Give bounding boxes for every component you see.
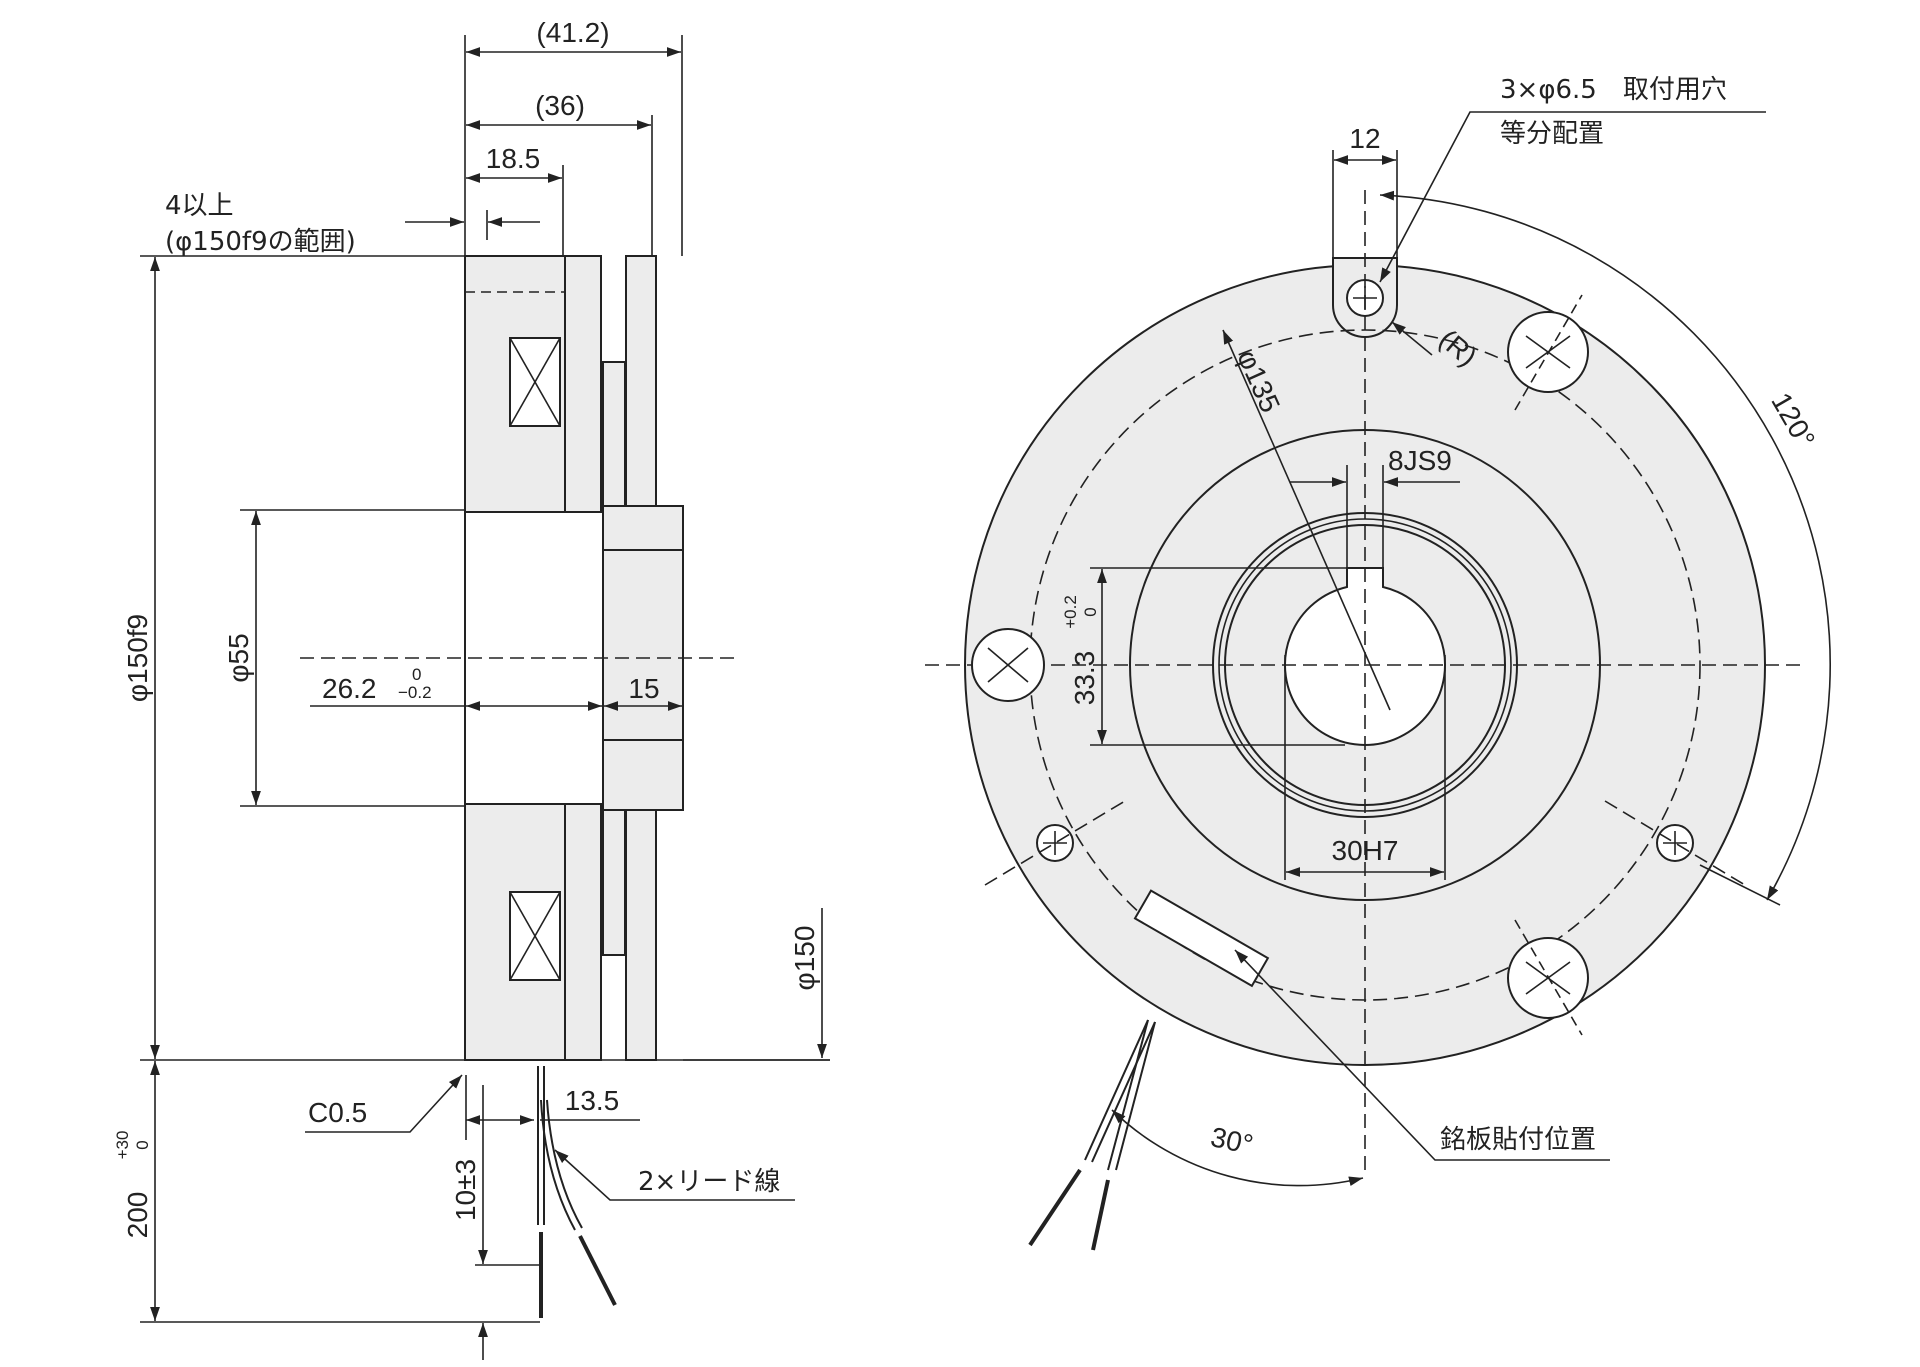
- dim-lead-length-tol-upper: +30: [113, 1131, 132, 1160]
- nameplate-position: [1133, 889, 1270, 988]
- mounting-hole-lower-left: [984, 800, 1126, 886]
- dim-bore-diameter: φ55: [223, 633, 254, 682]
- angle-holes: 120°: [1765, 387, 1821, 453]
- dim-strip-length: 10±3: [450, 1159, 481, 1221]
- side-view: (41.2) (36) 18.5 4以上 (φ150f9の範囲) φ150f9 …: [113, 17, 830, 1360]
- coil-upper: [509, 337, 561, 427]
- keyway-height-tol-lower: 0: [1081, 607, 1100, 616]
- dim-flange: 18.5: [486, 143, 541, 174]
- bore-fit: 30H7: [1332, 835, 1399, 866]
- hole-label-line1: 3×φ6.5 取付用穴: [1500, 75, 1727, 105]
- chamfer-label: C0.5: [308, 1097, 367, 1128]
- dim-hub: 15: [628, 673, 659, 704]
- keyway-height-tol-upper: +0.2: [1061, 595, 1080, 629]
- coil-lower: [509, 891, 561, 981]
- lead-wires: [537, 1066, 617, 1318]
- dim-depth-tol-lower: −0.2: [398, 683, 432, 702]
- note-min-line2: (φ150f9の範囲): [165, 227, 356, 257]
- dim-lead-length: 200: [122, 1192, 153, 1239]
- dim-lead-length-tol-lower: 0: [133, 1140, 152, 1149]
- front-view: φ135 12 3×φ6.5 取付用穴 等分配置 (R) 120° 8JS9 3…: [925, 75, 1831, 1251]
- dim-depth-tol-upper: 0: [412, 665, 421, 684]
- armature-lower: [625, 809, 657, 1061]
- dim-slot-width: 12: [1349, 123, 1380, 154]
- front-lead-wires: [1028, 1019, 1156, 1251]
- dim-overall: (41.2): [536, 17, 609, 48]
- dim-depth: 26.2: [322, 673, 377, 704]
- friction-strip-upper: [602, 361, 626, 508]
- dim-body: (36): [535, 90, 585, 121]
- note-min-line1: 4以上: [165, 191, 234, 221]
- screw-bottom-right: [1507, 919, 1589, 1036]
- keyway-width: 8JS9: [1388, 445, 1452, 476]
- dim-armature-diameter: φ150: [789, 926, 820, 991]
- friction-strip-lower: [602, 809, 626, 956]
- dim-outer-diameter: φ150f9: [122, 614, 153, 702]
- armature-upper: [625, 255, 657, 507]
- hole-label-line2: 等分配置: [1500, 119, 1604, 149]
- lead-wire-label: 2×リード線: [638, 1167, 780, 1197]
- keyway-height: 33.3: [1069, 651, 1100, 706]
- nameplate-label: 銘板貼付位置: [1440, 1125, 1596, 1155]
- screw-left: [971, 628, 1045, 702]
- dim-lead-position: 13.5: [565, 1085, 620, 1116]
- angle-lead: 30°: [1208, 1121, 1256, 1160]
